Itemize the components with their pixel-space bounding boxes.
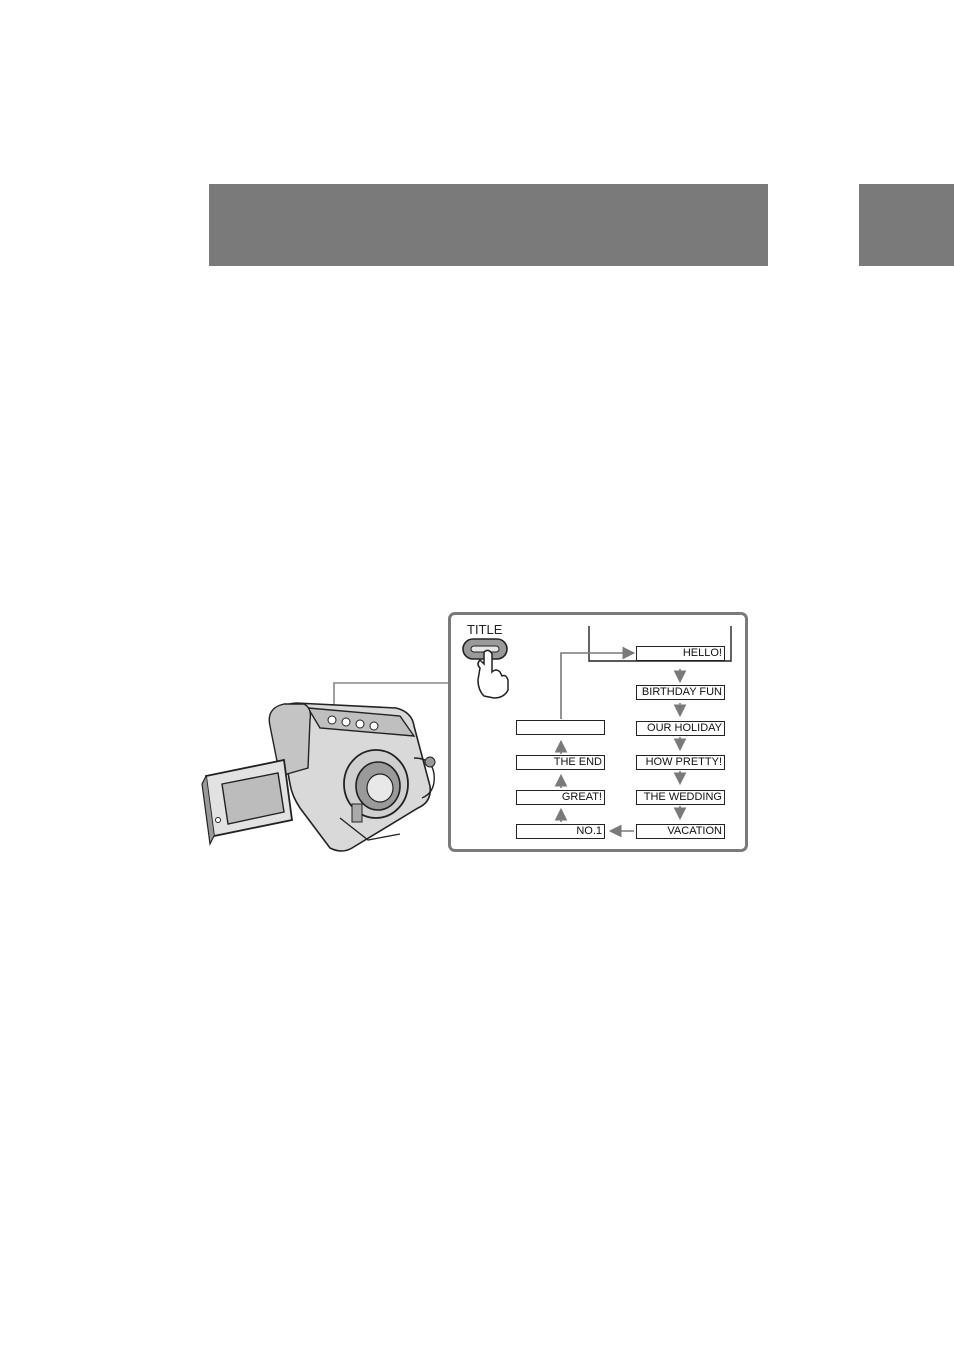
- title-option-birthday-fun: BIRTHDAY FUN: [636, 685, 725, 700]
- title-option-blank: [516, 720, 605, 735]
- title-option-hello: HELLO!: [636, 646, 725, 661]
- camcorder-icon: [201, 682, 448, 852]
- title-option-the-wedding: THE WEDDING: [636, 790, 725, 805]
- section-header-bar: [209, 184, 768, 266]
- title-option-the-end: THE END: [516, 755, 605, 770]
- title-option-great: GREAT!: [516, 790, 605, 805]
- title-option-our-holiday: OUR HOLIDAY: [636, 721, 725, 736]
- title-option-how-pretty: HOW PRETTY!: [636, 755, 725, 770]
- title-option-vacation: VACATION: [636, 824, 725, 839]
- title-button-label: TITLE: [467, 622, 503, 637]
- chapter-tab: [859, 184, 954, 266]
- title-option-no1: NO.1: [516, 824, 605, 839]
